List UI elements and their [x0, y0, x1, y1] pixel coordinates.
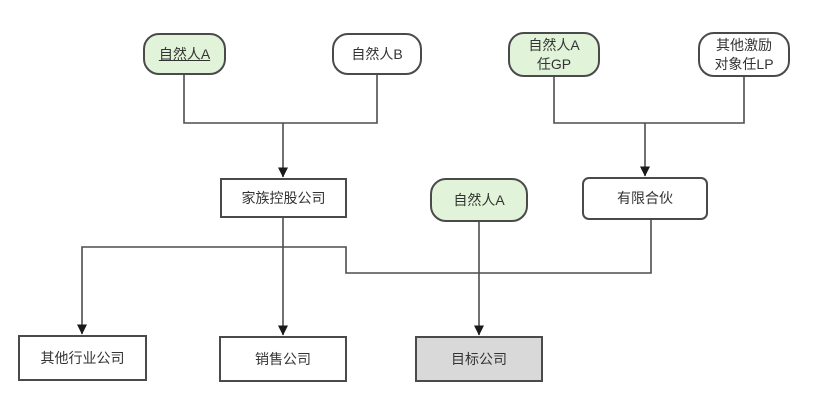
node-label: 自然人B	[351, 45, 403, 62]
node-label: 有限合伙	[617, 190, 673, 207]
node-label: 目标公司	[451, 350, 507, 367]
node-natural-person-a-as-gp: 自然人A 任GP	[508, 32, 600, 77]
connector-family-to-other-industry	[77, 246, 283, 335]
node-sales-company: 销售公司	[219, 336, 347, 382]
node-label: 销售公司	[255, 350, 311, 367]
node-label: 其他行业公司	[40, 349, 125, 366]
node-label: 自然人A	[158, 45, 211, 62]
node-label: 自然人A 任GP	[528, 37, 580, 72]
node-other-industry-company: 其他行业公司	[18, 335, 147, 381]
node-limited-partnership: 有限合伙	[582, 177, 708, 220]
node-label: 家族控股公司	[241, 189, 326, 206]
connector-lp-to-target	[479, 220, 652, 274]
connector-gp-lp-join	[553, 77, 745, 124]
node-family-holding-company: 家族控股公司	[220, 178, 347, 218]
connector-family-to-target	[283, 246, 479, 274]
node-natural-person-a-top: 自然人A	[143, 33, 226, 75]
node-natural-person-b: 自然人B	[332, 33, 422, 75]
node-label: 其他激励 对象任LP	[714, 37, 774, 72]
connector-nat-a-nat-b-join	[183, 75, 378, 124]
node-target-company: 目标公司	[415, 336, 543, 382]
node-natural-person-a-middle: 自然人A	[430, 178, 528, 222]
node-other-incentive-targets-as-lp: 其他激励 对象任LP	[698, 32, 790, 77]
node-label: 自然人A	[453, 191, 505, 208]
